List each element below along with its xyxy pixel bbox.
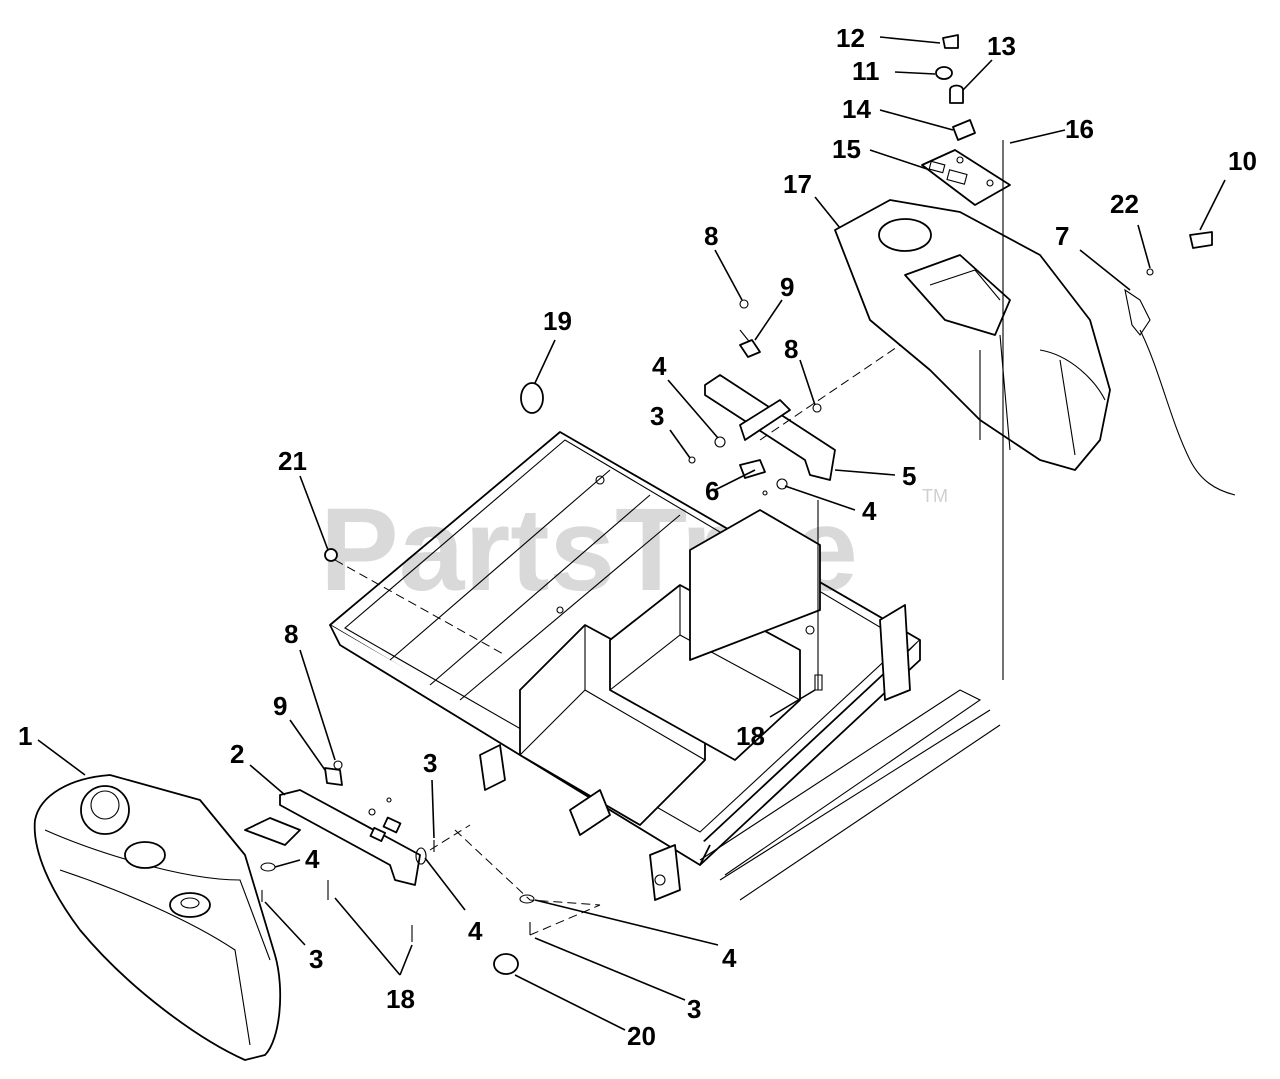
nut-21 xyxy=(324,548,338,562)
callout-18-left: 18 xyxy=(386,984,415,1014)
callout-15: 15 xyxy=(832,134,861,164)
callout-7: 7 xyxy=(1055,221,1069,251)
callout-4-left-low: 4 xyxy=(468,916,483,946)
callout-3-left-top: 3 xyxy=(423,748,437,778)
callout-8-mid: 8 xyxy=(784,334,798,364)
callout-5: 5 xyxy=(902,461,916,491)
callout-8-left: 8 xyxy=(284,619,298,649)
grommet-19 xyxy=(520,382,544,414)
callout-22: 22 xyxy=(1110,189,1139,219)
left-fender-tank xyxy=(33,774,282,1061)
callout-9-left: 9 xyxy=(273,691,287,721)
callout-20: 20 xyxy=(627,1021,656,1051)
callout-9-top: 9 xyxy=(780,272,794,302)
callout-1: 1 xyxy=(18,721,32,751)
callout-12: 12 xyxy=(836,23,865,53)
callout-2: 2 xyxy=(230,739,244,769)
right-fender-tank xyxy=(834,199,1111,471)
callouts: 12 11 13 14 16 15 10 17 22 7 8 9 19 8 4 … xyxy=(18,23,1257,1051)
leader-lines xyxy=(37,36,1226,1031)
callout-4-left: 4 xyxy=(305,844,320,874)
callout-3-top: 3 xyxy=(650,401,664,431)
callout-19: 19 xyxy=(543,306,572,336)
callout-18-right: 18 xyxy=(736,721,765,751)
assembly-lines xyxy=(334,344,901,936)
callout-4-top: 4 xyxy=(652,351,667,381)
callout-13: 13 xyxy=(987,31,1016,61)
callout-10: 10 xyxy=(1228,146,1257,176)
grommet-20 xyxy=(493,953,519,975)
callout-11: 11 xyxy=(852,56,880,86)
ignition-panel xyxy=(921,34,1011,680)
small-parts xyxy=(260,231,1236,975)
callout-14: 14 xyxy=(842,94,871,124)
callout-17: 17 xyxy=(783,169,812,199)
watermark-trademark: TM xyxy=(922,486,948,506)
callout-4-bottom: 4 xyxy=(722,943,737,973)
callout-6: 6 xyxy=(705,476,719,506)
left-bracket xyxy=(244,789,421,886)
callout-16: 16 xyxy=(1065,114,1094,144)
callout-21: 21 xyxy=(278,446,307,476)
callout-3-bottom: 3 xyxy=(687,994,701,1024)
frame-assembly xyxy=(329,431,1001,901)
callout-3-left-low: 3 xyxy=(309,944,323,974)
callout-8-top: 8 xyxy=(704,221,718,251)
callout-4-right: 4 xyxy=(862,496,877,526)
plug-10 xyxy=(1189,231,1213,249)
